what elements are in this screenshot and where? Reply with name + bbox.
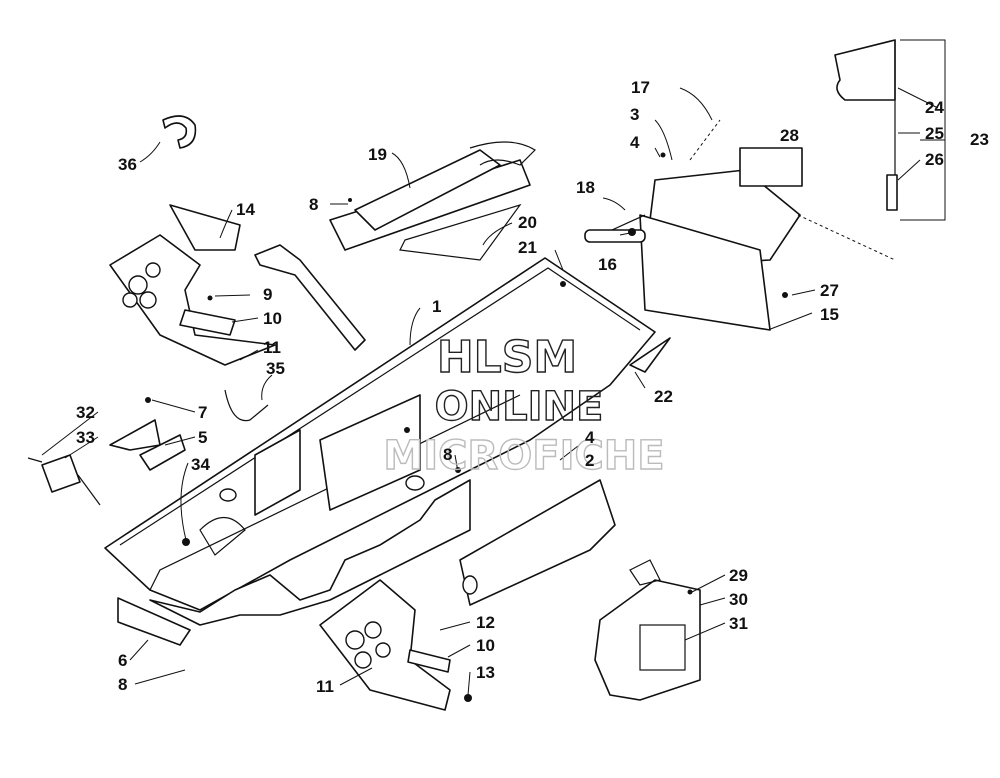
callout-25: 25 <box>925 124 944 143</box>
leader-lines <box>41 87 945 696</box>
chain-guard <box>594 559 701 701</box>
callout-2: 2 <box>585 451 594 470</box>
callout-1: 1 <box>432 297 441 316</box>
callout-5: 5 <box>198 428 207 447</box>
watermark: HLSM ONLINE MICROFICHE <box>383 331 666 479</box>
watermark-line-1: HLSM <box>437 332 577 383</box>
mount-plate <box>117 597 191 646</box>
callout-32: 32 <box>76 403 95 422</box>
callout-4-top: 4 <box>630 133 640 152</box>
callout-28: 28 <box>780 126 799 145</box>
callout-18: 18 <box>576 178 595 197</box>
callout-21: 21 <box>518 238 537 257</box>
callout-14: 14 <box>236 200 255 219</box>
callout-7: 7 <box>198 403 207 422</box>
callout-11-bottom: 11 <box>316 677 334 696</box>
clip-ring <box>162 115 197 149</box>
small-bracket <box>109 419 186 471</box>
callout-10-bottom: 10 <box>476 636 495 655</box>
callout-8-mid: 8 <box>443 445 452 464</box>
footrest-bracket-right <box>319 579 451 711</box>
callout-31: 31 <box>729 614 748 633</box>
callout-34: 34 <box>191 455 210 474</box>
callout-29: 29 <box>729 566 748 585</box>
rear-bumper <box>584 169 801 331</box>
hardware <box>145 152 788 702</box>
cable <box>224 389 269 422</box>
watermark-line-3: MICROFICHE <box>383 433 664 479</box>
callout-15: 15 <box>820 305 839 324</box>
callout-12: 12 <box>476 613 495 632</box>
callout-10-top: 10 <box>263 309 282 328</box>
callout-13: 13 <box>476 663 495 682</box>
callout-19: 19 <box>368 145 387 164</box>
callout-11-top: 11 <box>263 338 281 357</box>
callout-20: 20 <box>518 213 537 232</box>
decal <box>739 147 803 187</box>
callout-17: 17 <box>631 78 650 97</box>
tunnel-chassis <box>104 257 656 626</box>
callout-3: 3 <box>630 105 639 124</box>
callout-16: 16 <box>598 255 617 274</box>
callout-36: 36 <box>118 155 137 174</box>
support-strap <box>254 244 366 351</box>
side-rail-right <box>459 479 616 606</box>
callout-8-top: 8 <box>309 195 318 214</box>
flag-assembly <box>834 39 946 221</box>
callout-8-bottom: 8 <box>118 675 127 694</box>
callout-27: 27 <box>820 281 839 300</box>
upper-bracket <box>354 141 536 231</box>
callout-35: 35 <box>266 359 285 378</box>
callout-24: 24 <box>925 98 944 117</box>
taillight <box>27 454 101 506</box>
footrest-bracket-left <box>109 204 276 366</box>
callout-23: 23 <box>970 130 989 149</box>
callout-9: 9 <box>263 285 272 304</box>
callout-26: 26 <box>925 150 944 169</box>
callout-22: 22 <box>654 387 673 406</box>
callout-4-mid: 4 <box>585 428 595 447</box>
callout-6: 6 <box>118 651 127 670</box>
gusset <box>629 337 671 373</box>
callout-labels: 36 19 8 14 9 10 11 1 20 21 16 18 4 3 17 … <box>76 78 989 696</box>
callout-33: 33 <box>76 428 95 447</box>
callout-30: 30 <box>729 590 748 609</box>
watermark-line-2: ONLINE <box>435 384 604 430</box>
